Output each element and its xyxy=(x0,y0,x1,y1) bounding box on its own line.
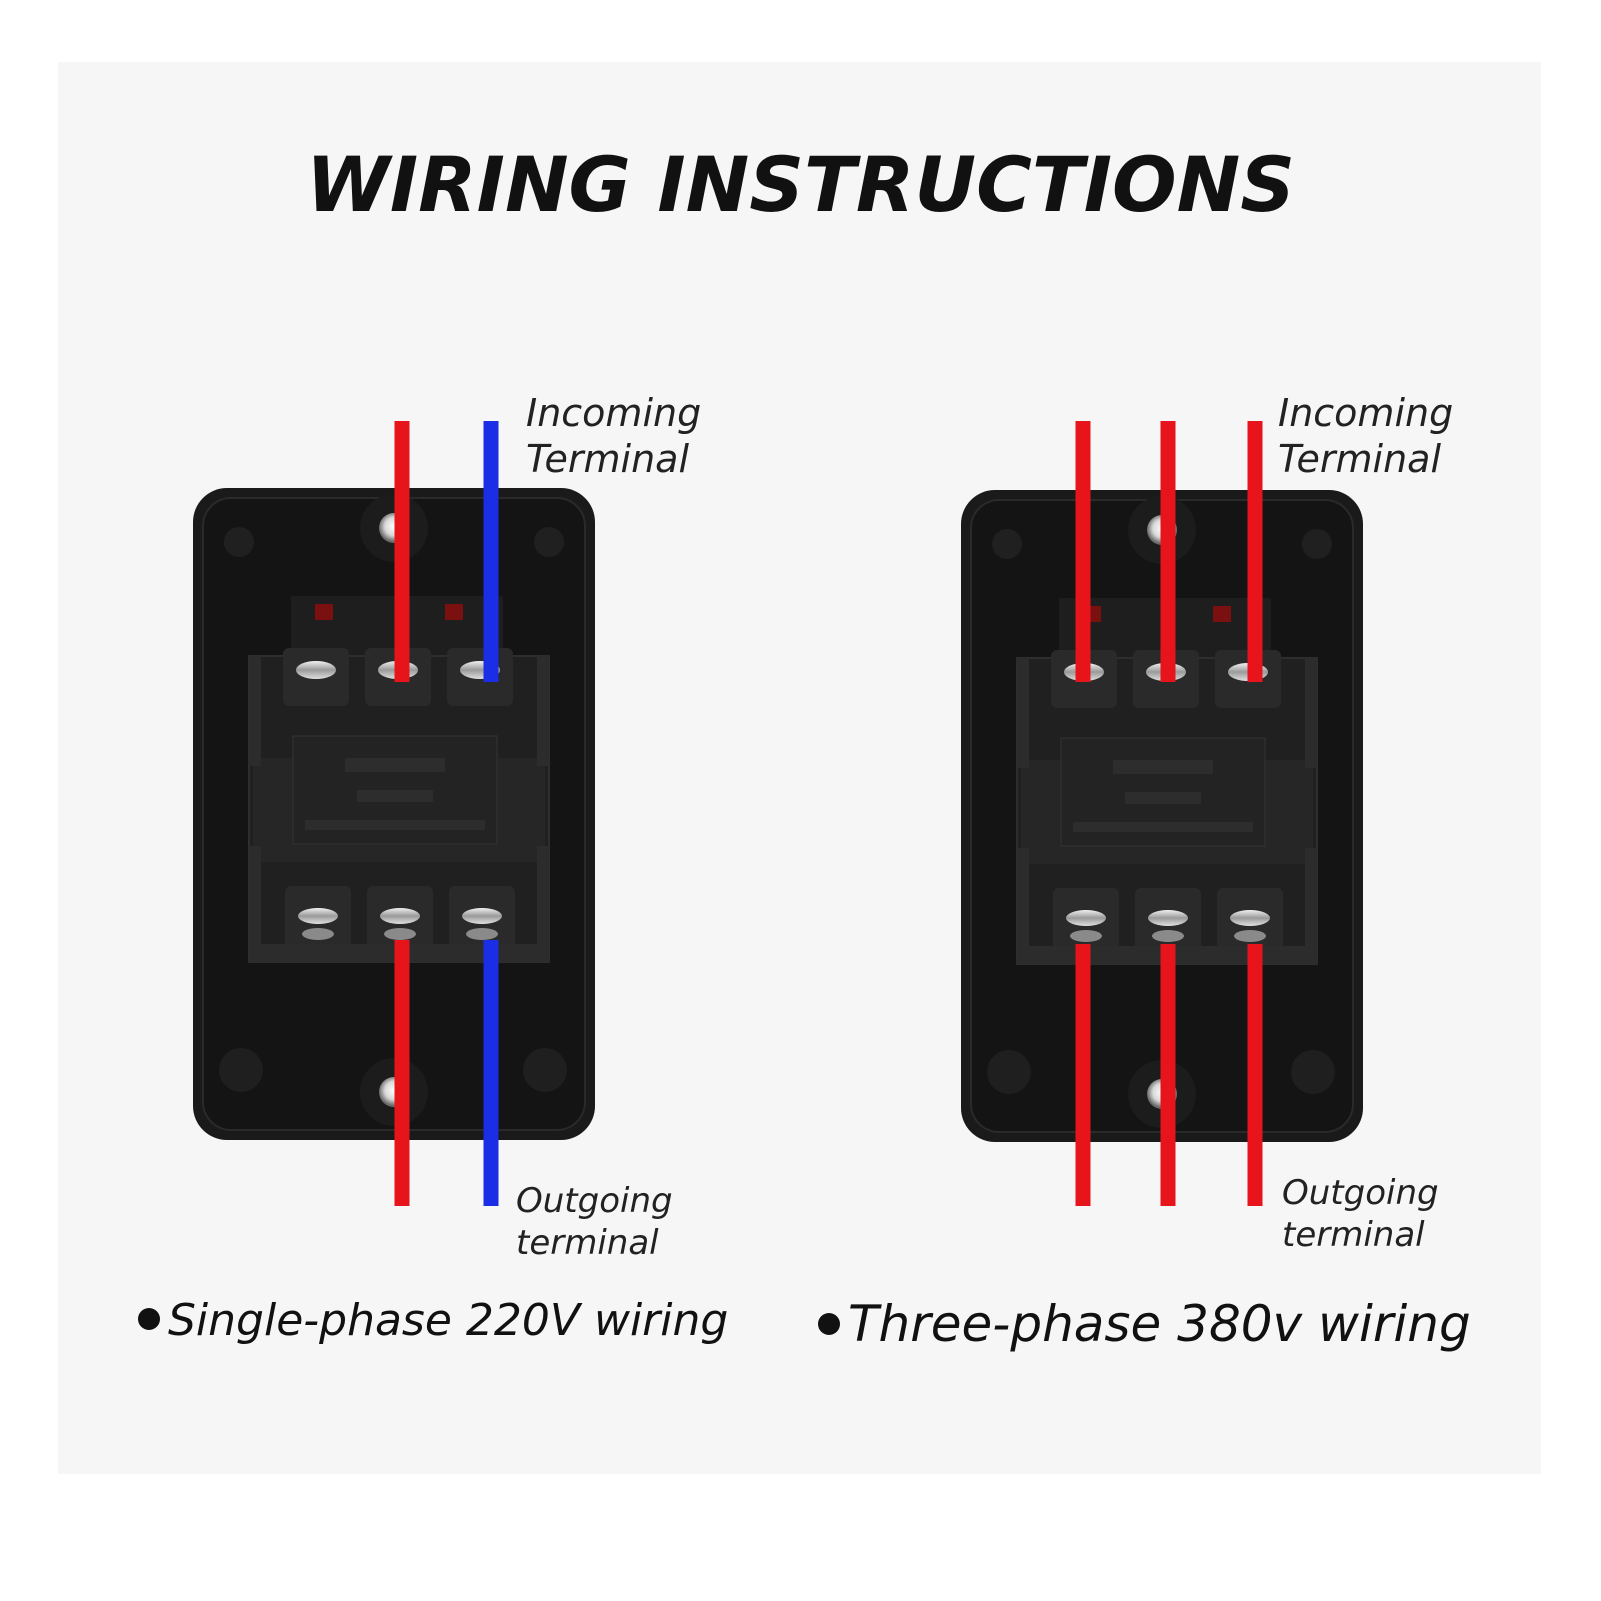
bullet-icon xyxy=(138,1308,160,1330)
incoming-terminal-label: Incoming Terminal xyxy=(1278,390,1453,482)
incoming-label-line1: Incoming xyxy=(1278,391,1454,435)
incoming-terminal-label: Incoming Terminal xyxy=(526,390,701,482)
page-title: WIRING INSTRUCTIONS xyxy=(306,140,1295,229)
outgoing-label-line2: terminal xyxy=(516,1223,659,1263)
incoming-label-line1: Incoming xyxy=(526,391,702,435)
single-phase-wires xyxy=(394,421,499,1206)
incoming-label-line2: Terminal xyxy=(1278,437,1442,481)
single-phase-switch xyxy=(192,487,596,1141)
incoming-label-line2: Terminal xyxy=(526,437,690,481)
caption-text: Single-phase 220V wiring xyxy=(168,1295,729,1346)
outgoing-label-line1: Outgoing xyxy=(1282,1173,1439,1213)
single-phase-caption: Single-phase 220V wiring xyxy=(138,1295,728,1346)
bullet-icon xyxy=(818,1312,840,1335)
caption-text: Three-phase 380v wiring xyxy=(848,1295,1471,1353)
outgoing-terminal-label: Outgoing terminal xyxy=(1282,1172,1439,1256)
three-phase-wires xyxy=(1075,421,1263,1206)
outgoing-label-line1: Outgoing xyxy=(516,1181,673,1221)
outgoing-terminal-label: Outgoing terminal xyxy=(516,1180,673,1264)
outgoing-label-line2: terminal xyxy=(1282,1215,1425,1255)
three-phase-caption: Three-phase 380v wiring xyxy=(818,1295,1471,1353)
